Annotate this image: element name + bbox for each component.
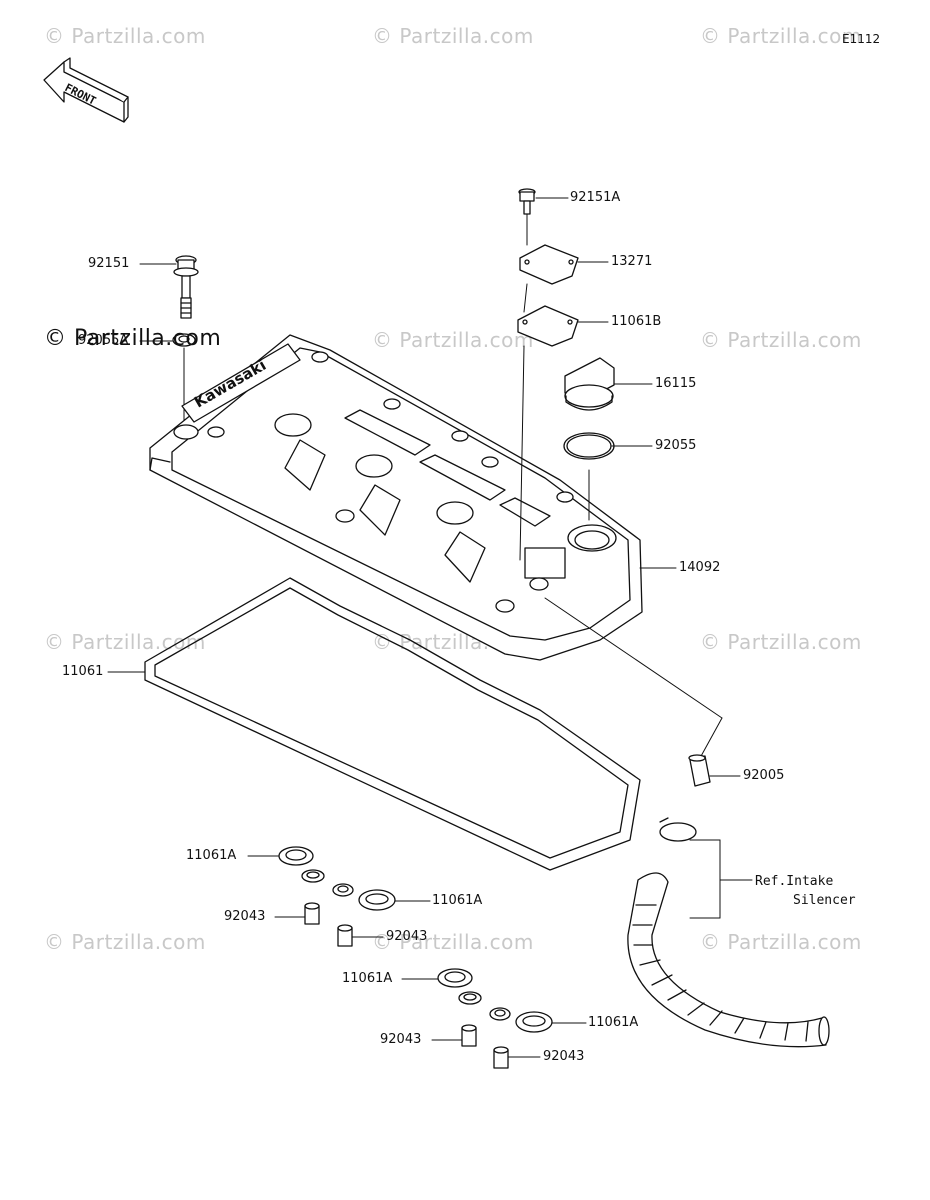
part-label[interactable]: 14092	[679, 560, 721, 575]
hose-clamp-icon	[659, 817, 697, 842]
collar-92043-icon	[493, 1046, 509, 1069]
reference-note-line2: Silencer	[793, 893, 856, 908]
diagram-code: E1112	[842, 32, 881, 46]
watermark: © Partzilla.com	[700, 930, 862, 954]
plate-13271-icon	[519, 244, 579, 313]
part-label[interactable]: 11061B	[611, 314, 662, 329]
seal-11061a-icon	[358, 889, 396, 911]
part-label[interactable]: 16115	[655, 376, 697, 391]
gasket-11061-icon	[144, 577, 641, 871]
collar-92043-icon	[461, 1024, 477, 1047]
seal-small-icon	[301, 869, 325, 883]
watermark: © Partzilla.com	[700, 24, 862, 48]
watermark: © Partzilla.com	[372, 930, 534, 954]
part-label[interactable]: 11061A	[588, 1015, 639, 1030]
bolt-92151a-icon	[518, 188, 536, 246]
seal-small-icon	[458, 991, 482, 1005]
collar-92043-icon	[337, 924, 353, 947]
fitting-92005-icon	[688, 754, 711, 787]
watermark: © Partzilla.com	[700, 630, 862, 654]
watermark: © Partzilla.com	[372, 328, 534, 352]
seal-11061a-icon	[278, 846, 314, 866]
part-label[interactable]: 13271	[611, 254, 653, 269]
seal-small-icon	[332, 883, 354, 897]
seal-small-icon	[489, 1007, 511, 1021]
part-label[interactable]: 92151A	[570, 190, 621, 205]
washer-92055a-icon	[172, 333, 196, 433]
watermark: © Partzilla.com	[372, 24, 534, 48]
part-label[interactable]: 92043	[380, 1032, 422, 1047]
gasket-11061b-icon	[517, 305, 579, 561]
oil-cap-16115-icon	[564, 357, 615, 411]
reference-note-line1: Ref.Intake	[755, 874, 834, 889]
part-label[interactable]: 11061A	[432, 893, 483, 908]
bolt-92151-icon	[173, 255, 199, 319]
seal-11061a-icon	[437, 968, 473, 988]
part-label[interactable]: 92043	[224, 909, 266, 924]
watermark: © Partzilla.com	[700, 328, 862, 352]
part-label[interactable]: 11061A	[342, 971, 393, 986]
watermark-overlay: © Partzilla.com	[44, 326, 222, 351]
cylinder-head-cover-icon	[149, 334, 643, 661]
seal-11061a-icon	[515, 1011, 553, 1033]
watermark: © Partzilla.com	[44, 24, 206, 48]
part-label[interactable]: 92043	[386, 929, 428, 944]
breather-hose-icon	[627, 872, 830, 1048]
part-label[interactable]: 92043	[543, 1049, 585, 1064]
watermark: © Partzilla.com	[44, 930, 206, 954]
part-label[interactable]: 11061A	[186, 848, 237, 863]
part-label[interactable]: 11061	[62, 664, 104, 679]
part-label[interactable]: 92055A	[78, 333, 129, 348]
part-label[interactable]: 92055	[655, 438, 697, 453]
collar-92043-icon	[304, 902, 320, 925]
front-arrow-icon	[43, 57, 129, 123]
part-label[interactable]: 92005	[743, 768, 785, 783]
part-label[interactable]: 92151	[88, 256, 130, 271]
